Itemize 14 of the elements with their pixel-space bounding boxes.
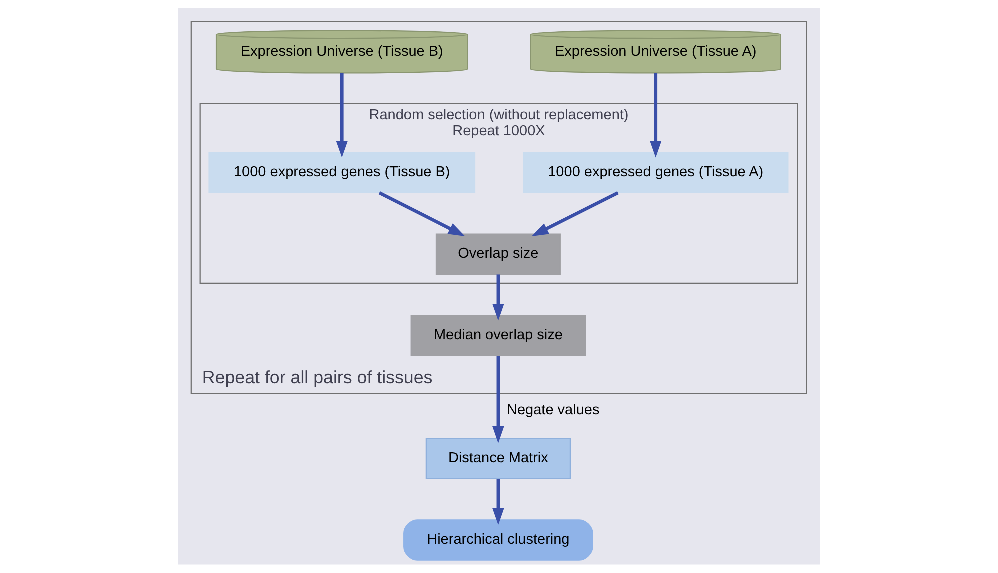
node-box: Distance Matrix — [426, 438, 572, 480]
node-box: Hierarchical clustering — [404, 520, 594, 561]
arrow — [492, 274, 504, 321]
arrow — [650, 73, 662, 158]
node-box: 1000 expressed genes (Tissue A) — [523, 152, 789, 194]
arrow — [532, 192, 619, 236]
node-box: Overlap size — [436, 234, 561, 276]
arrow — [336, 73, 348, 158]
arrow — [378, 192, 466, 236]
node-box: 1000 expressed genes (Tissue B) — [208, 152, 476, 194]
arrow — [492, 479, 504, 526]
node-box: Median overlap size — [410, 315, 586, 357]
edge-label: Negate values — [507, 402, 600, 419]
arrow — [492, 356, 504, 444]
